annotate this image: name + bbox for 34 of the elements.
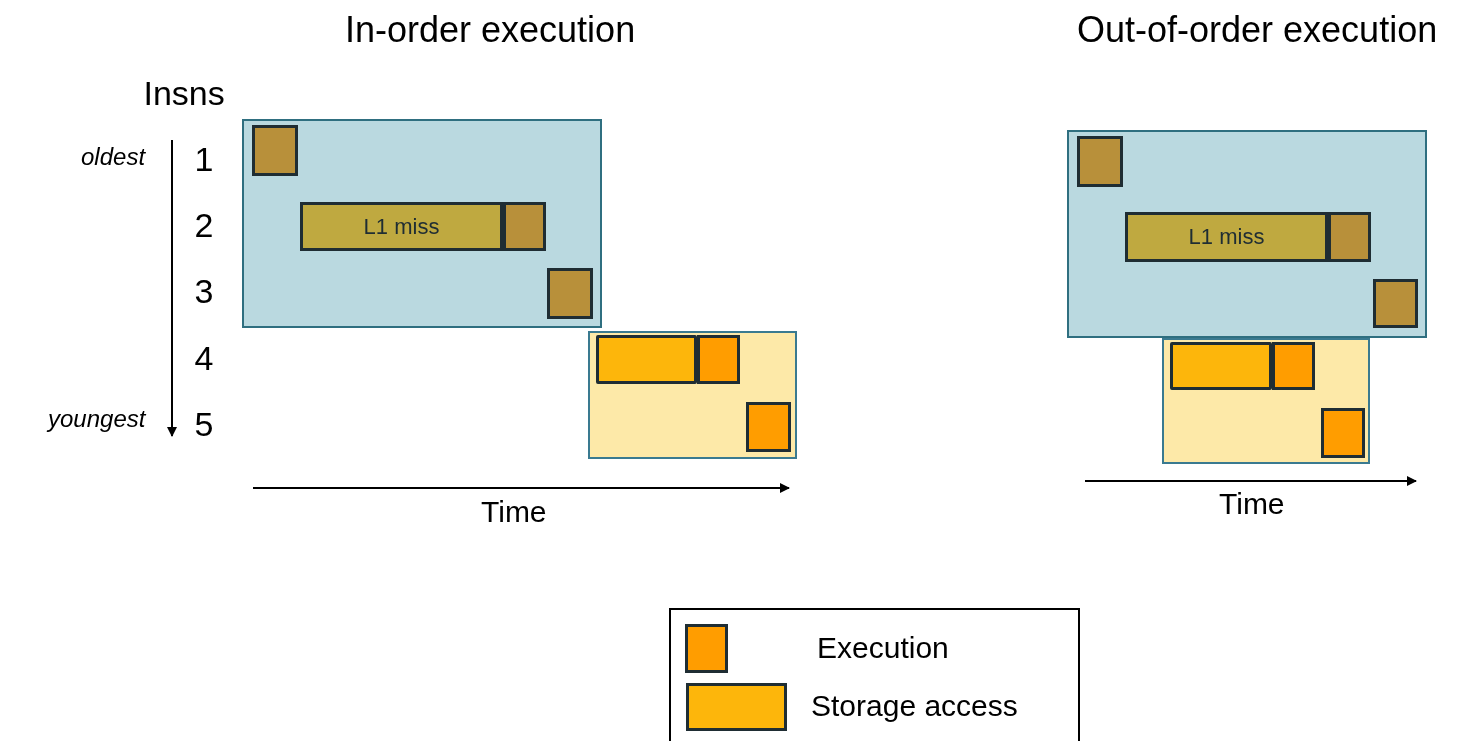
instruction-number: 2 xyxy=(194,208,214,242)
instruction-number: 5 xyxy=(194,407,214,441)
execution-block xyxy=(252,125,298,176)
execution-window-band xyxy=(1067,130,1427,338)
cache-miss-bar xyxy=(300,202,503,251)
axis-title: Time xyxy=(1219,489,1285,519)
execution-window-band xyxy=(242,119,602,328)
axis-end-label: oldest xyxy=(81,145,146,169)
instruction-number: 4 xyxy=(194,341,214,375)
axis-title: Insns xyxy=(143,76,225,110)
axis-title: Time xyxy=(481,497,547,527)
execution-block xyxy=(1272,342,1315,390)
execution-block xyxy=(697,335,740,384)
execution-block xyxy=(1077,136,1123,187)
execution-window-band xyxy=(1162,338,1370,464)
execution-block xyxy=(547,268,593,319)
panel-heading: Out-of-order execution xyxy=(1077,12,1438,48)
storage-access-bar xyxy=(596,335,697,384)
panel-heading: In-order execution xyxy=(345,12,636,48)
axis-end-label: youngest xyxy=(48,407,146,431)
instruction-number: 1 xyxy=(194,142,214,176)
execution-block xyxy=(1321,408,1365,458)
bar-label: L1 miss xyxy=(1188,224,1265,250)
bar-label: L1 miss xyxy=(363,213,440,240)
execution-block xyxy=(1373,279,1418,328)
legend-label: Storage access xyxy=(811,691,1018,721)
execution-block xyxy=(503,202,546,251)
instruction-number: 3 xyxy=(194,274,214,308)
execution-window-band xyxy=(588,331,797,459)
storage-access-bar xyxy=(1170,342,1272,390)
execution-block xyxy=(746,402,791,452)
execution-block xyxy=(1328,212,1371,262)
cache-miss-bar xyxy=(1125,212,1328,262)
legend-label: Execution xyxy=(817,632,949,663)
